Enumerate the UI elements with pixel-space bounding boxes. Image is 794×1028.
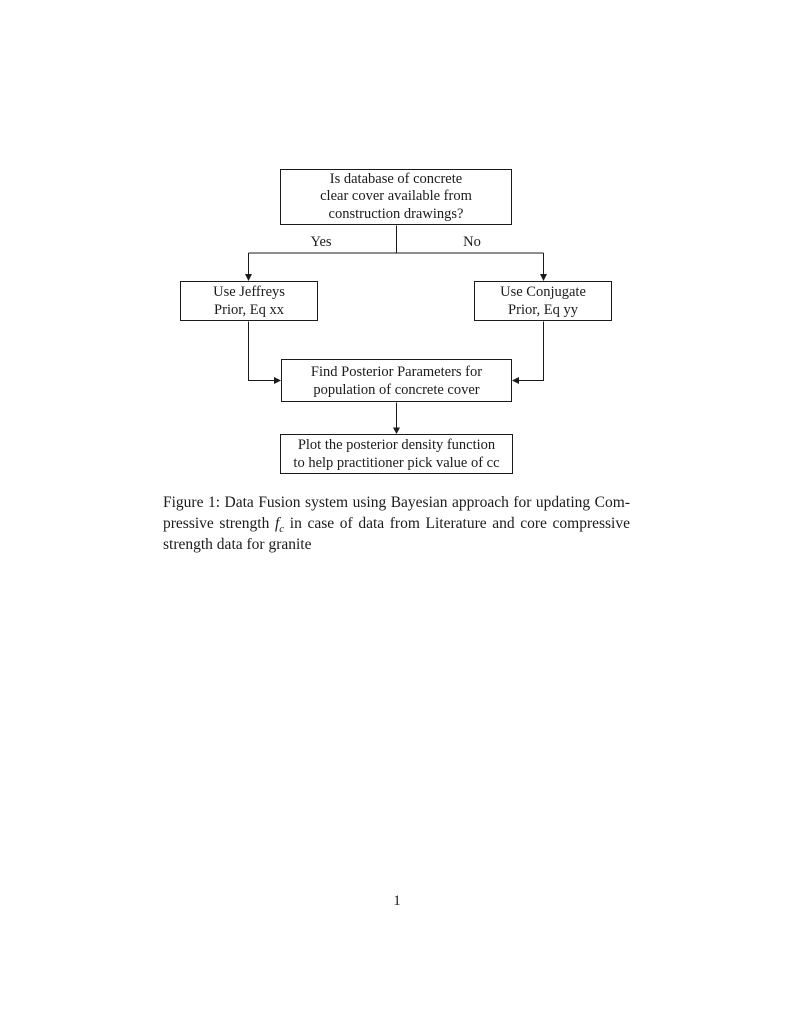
decision-box-line: Is database of concrete	[329, 170, 463, 187]
decision-box-line: clear cover available from	[320, 188, 472, 205]
posterior-parameters-box-line: Find Posterior Parameters for	[310, 363, 483, 380]
right-to-posterior-line	[518, 321, 544, 381]
conjugate-prior-box-line: Use Conjugate	[500, 284, 586, 300]
jeffreys-prior-box-line: Use Jeffreys	[213, 284, 285, 300]
left-to-posterior-arrowhead	[274, 377, 281, 384]
decision-box-line: construction drawings?	[328, 205, 464, 222]
figure-caption-line1: Figure 1: Data Fusion system using Bayes…	[163, 494, 630, 511]
figure-caption-line2: pressive strength fc in case of data fro…	[163, 513, 630, 536]
decision-box: Is database of concrete clear cover avai…	[280, 169, 512, 225]
jeffreys-prior-box-line: Prior, Eq xx	[214, 302, 284, 318]
right-to-posterior-arrowhead	[512, 377, 519, 384]
figure-caption-line3: strength data for granite	[163, 536, 312, 553]
yes-branch-label: Yes	[310, 234, 332, 250]
no-arrowhead	[540, 274, 547, 281]
yes-arrowhead	[245, 274, 252, 281]
figure-caption: Figure 1: Data Fusion system using Bayes…	[163, 492, 630, 555]
page-number: 1	[393, 893, 401, 909]
conjugate-prior-box-line: Prior, Eq yy	[508, 302, 578, 318]
plot-density-box: Plot the posterior density function to h…	[280, 434, 513, 474]
no-branch-label: No	[463, 234, 481, 250]
fc-math-symbol: fc	[274, 515, 285, 536]
posterior-parameters-box: Find Posterior Parameters for population…	[281, 359, 512, 402]
conjugate-prior-box: Use Conjugate Prior, Eq yy	[474, 281, 612, 321]
caption-line2-pre: pressive strength	[163, 515, 275, 532]
caption-line2-post: in case of data from Literature and core…	[284, 515, 630, 532]
plot-density-box-line: Plot the posterior density function	[297, 437, 496, 453]
plot-density-box-line: to help practitioner pick value of cc	[293, 455, 500, 471]
jeffreys-prior-box: Use Jeffreys Prior, Eq xx	[180, 281, 318, 321]
posterior-parameters-box-line: population of concrete cover	[313, 381, 480, 398]
left-to-posterior-line	[248, 321, 275, 381]
